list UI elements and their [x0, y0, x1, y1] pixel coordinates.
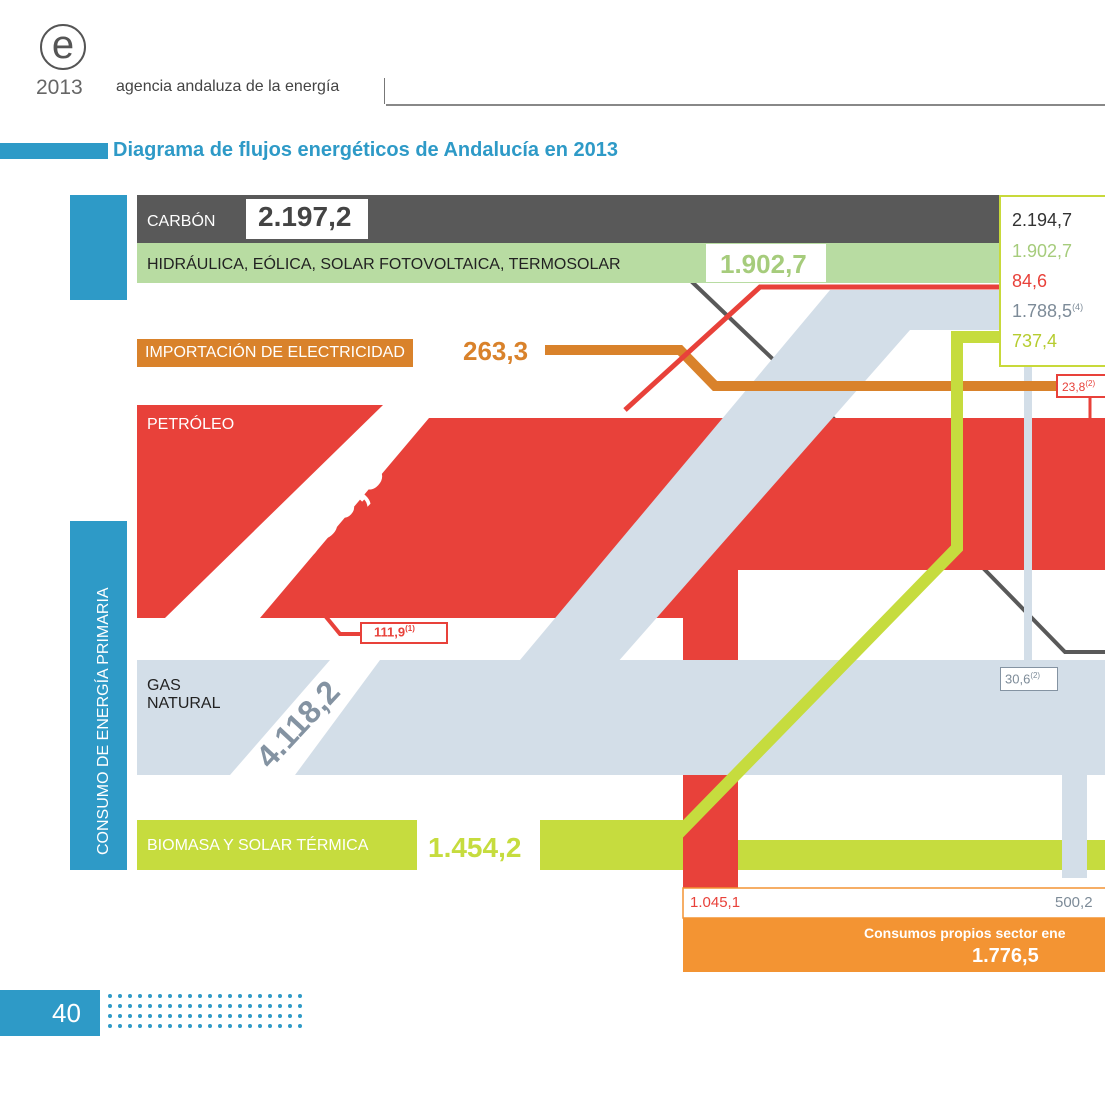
- import-out-number: 23,8: [1062, 380, 1086, 394]
- biomasa-diagonal-line: [672, 331, 1005, 840]
- biomasa-flow-end: [1087, 840, 1105, 870]
- header-agency: agencia andaluza de la energía: [116, 78, 340, 95]
- petroleo-gap: [165, 405, 440, 618]
- carbon-value: 2.197,2: [258, 201, 352, 232]
- renewables-flow: [137, 243, 1005, 283]
- consumos-box: [683, 918, 1105, 972]
- petroleo-left-block: [137, 405, 383, 618]
- right-value-gas-number: 1.788,5: [1012, 301, 1073, 321]
- carbon-label: CARBÓN: [147, 213, 216, 230]
- gas-diagonal-flow: [520, 290, 1005, 705]
- gas-label-line2: NATURAL: [147, 695, 221, 712]
- side-label: CONSUMO DE ENERGÍA PRIMARIA: [93, 587, 112, 855]
- biomasa-value: 1.454,2: [428, 832, 522, 863]
- title-accent-bar: [0, 143, 108, 159]
- carbon-value-box: [246, 199, 368, 239]
- import-label: IMPORTACIÓN DE ELECTRICIDAD: [137, 339, 413, 367]
- right-value-gas: 1.788,5(4): [1012, 301, 1083, 322]
- right-value-carbon: 2.194,7: [1012, 210, 1073, 230]
- consumos-value: 1.776,5: [972, 945, 1039, 967]
- gas-down-flow: [1062, 700, 1087, 878]
- logo-letter: e: [51, 23, 75, 67]
- petroleo-out-number: 111,9: [374, 624, 406, 640]
- gas-flow: [295, 660, 1105, 775]
- side-bar-top: [70, 195, 127, 300]
- right-value-petroleo: 84,6: [1012, 271, 1048, 291]
- gas-label-line1: GAS: [147, 677, 181, 694]
- bottom-left-value: 1.045,1: [690, 894, 741, 911]
- import-flow-line: [545, 345, 1060, 391]
- logo-e-icon: e: [40, 24, 86, 70]
- gas-out-number: 30,6: [1005, 671, 1031, 687]
- bottom-right-value: 500,2: [1055, 894, 1093, 911]
- biomasa-flow-right: [738, 840, 1062, 870]
- header-divider: [384, 78, 385, 104]
- page-title: Diagrama de flujos energéticos de Andalu…: [113, 139, 618, 161]
- total-value: 17.566,2: [87, 362, 129, 510]
- header-year: 2013: [36, 76, 83, 99]
- renewables-label: HIDRÁULICA, EÓLICA, SOLAR FOTOVOLTAICA, …: [147, 256, 621, 273]
- right-value-biomasa: 737,4: [1012, 331, 1058, 351]
- right-summary-box: [999, 195, 1105, 367]
- right-value-renewables: 1.902,7: [1012, 241, 1073, 261]
- renewables-value-box: [706, 244, 826, 282]
- consumos-label: Consumos propios sector ene: [864, 925, 1066, 941]
- gas-thin-line: [1024, 340, 1032, 705]
- biomasa-label: BIOMASA Y SOLAR TÉRMICA: [147, 837, 369, 854]
- biomasa-flow: [137, 820, 417, 870]
- gas-out-box: 30,6(2): [1000, 667, 1058, 691]
- petroleo-out-value: 111,9(1): [374, 624, 415, 639]
- petroleo-thin-line: [623, 284, 1005, 412]
- petroleo-out-box: [360, 622, 448, 644]
- import-out-sup: (2): [1085, 379, 1096, 388]
- petroleo-out-line: [320, 610, 360, 636]
- footer-bar: [0, 990, 100, 1036]
- petroleo-out-sup: (1): [405, 624, 415, 633]
- header-rule: [386, 104, 1105, 106]
- gas-out-sup: (2): [1030, 671, 1041, 680]
- footer-dots-pattern: [108, 994, 302, 1028]
- side-bar-bottom: [70, 521, 127, 870]
- renewables-value: 1.902,7: [720, 249, 807, 279]
- bottom-values-box: [682, 887, 1105, 919]
- gas-left-block: [137, 660, 330, 775]
- right-value-gas-sup: (4): [1072, 302, 1084, 312]
- biomasa-flow-mid: [540, 820, 683, 870]
- import-out-box: 23,8(2): [1056, 374, 1105, 398]
- import-value: 263,3: [463, 336, 529, 366]
- page-number: 40: [52, 998, 81, 1028]
- petroleo-label: PETRÓLEO: [147, 416, 235, 433]
